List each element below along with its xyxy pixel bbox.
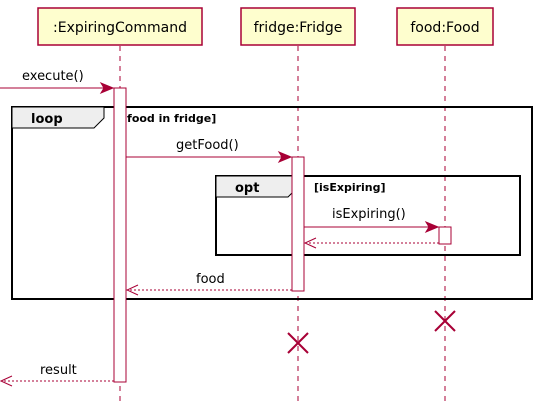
arrowhead: [99, 81, 115, 95]
message-label: result: [40, 363, 77, 378]
arrowhead: [0, 375, 13, 387]
participant-expiring-command: :ExpiringCommand: [37, 7, 203, 46]
arrowhead: [424, 220, 440, 234]
message-label: isExpiring(): [332, 207, 406, 222]
participant-fridge: fridge:Fridge: [240, 7, 356, 46]
message-is-expiring: isExpiring(): [304, 207, 440, 234]
loop-tab: [11, 106, 105, 129]
arrowhead: [277, 150, 293, 164]
loop-frame: [11, 106, 533, 300]
message-result-return: result: [0, 363, 114, 387]
message-label: execute(): [22, 69, 84, 84]
message-execute: execute(): [0, 69, 115, 95]
loop-fragment: loop [food in fridge]: [11, 106, 533, 300]
activation-food: [438, 226, 452, 245]
participant-label: food:Food: [410, 20, 479, 36]
message-label: getFood(): [176, 138, 239, 153]
opt-keyword: opt: [235, 181, 259, 196]
opt-fragment: opt [isExpiring]: [215, 175, 521, 256]
loop-guard: [food in fridge]: [122, 112, 216, 125]
arrowhead: [303, 237, 317, 249]
activation-expiring-command: [113, 87, 127, 383]
message-is-expiring-return: [303, 237, 439, 249]
arrowhead: [125, 284, 139, 296]
message-get-food: getFood(): [126, 138, 293, 164]
message-food-return: food: [125, 272, 292, 296]
message-label: food: [196, 272, 225, 287]
destroy-food: [434, 310, 456, 332]
loop-keyword: loop: [31, 112, 63, 127]
participant-label: :ExpiringCommand: [53, 20, 187, 36]
opt-guard: [isExpiring]: [314, 181, 386, 194]
opt-frame: [215, 175, 521, 256]
participant-food: food:Food: [396, 7, 494, 46]
participant-label: fridge:Fridge: [254, 20, 343, 36]
activation-fridge: [291, 156, 305, 292]
destroy-fridge: [287, 332, 309, 354]
